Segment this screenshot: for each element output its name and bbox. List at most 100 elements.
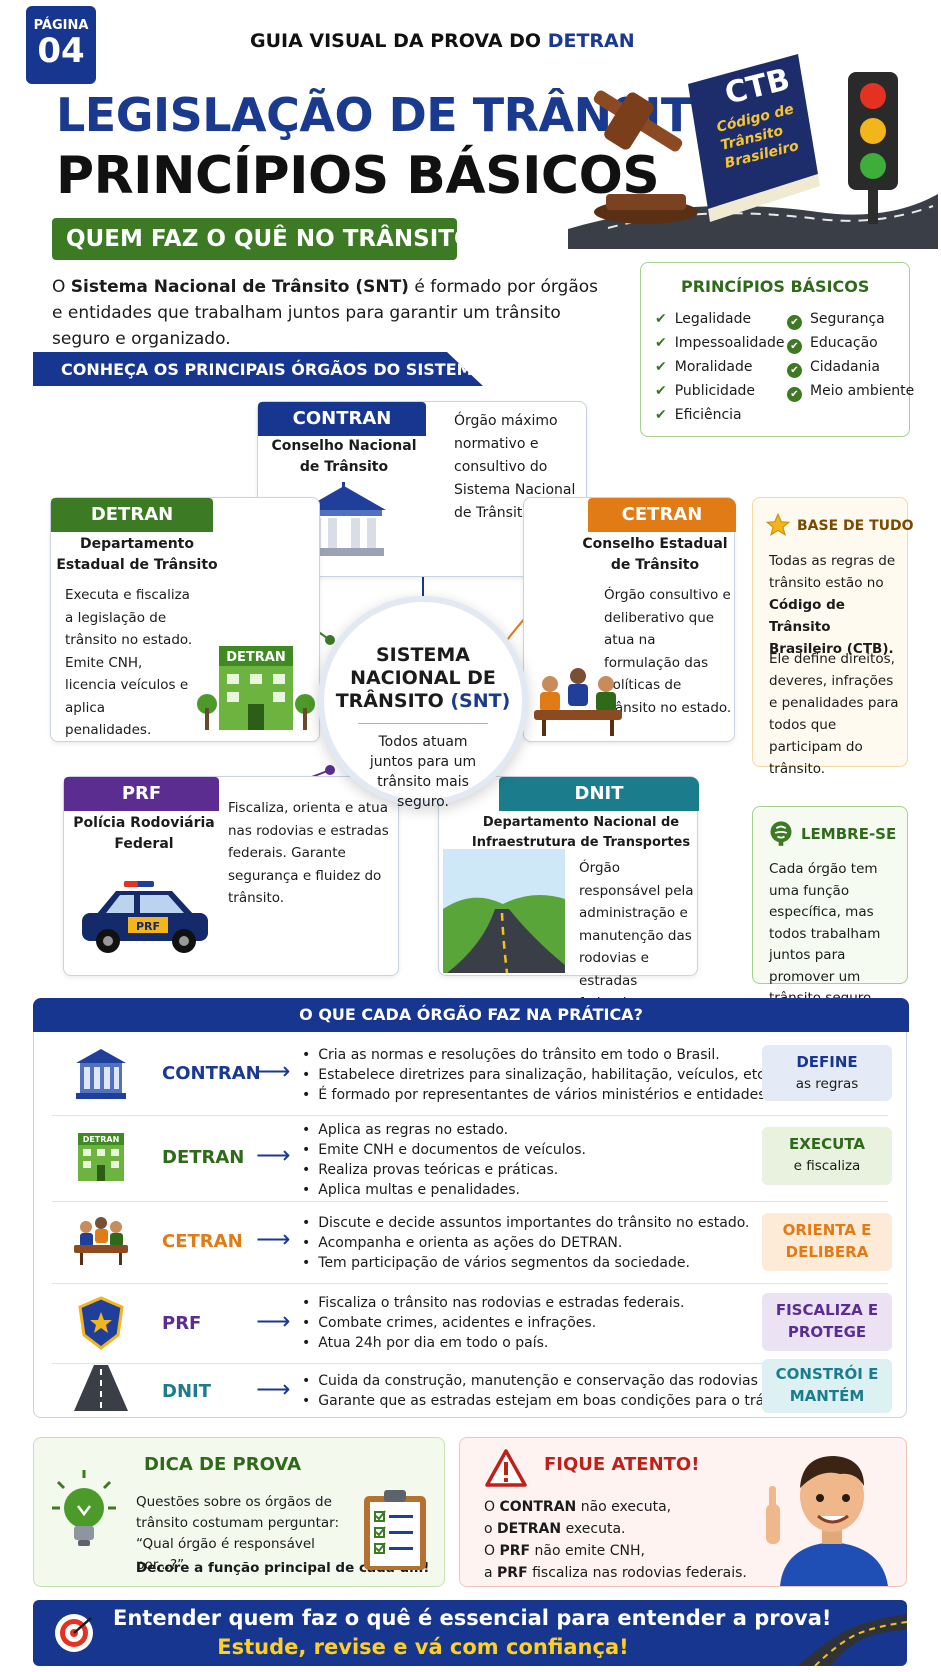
principles-title: PRINCÍPIOS BÁSICOS bbox=[681, 277, 870, 296]
principle-item: ✔Publicidade bbox=[655, 383, 756, 399]
detran-building-icon: DETRAN bbox=[197, 646, 315, 730]
base-title: BASE DE TUDO bbox=[797, 518, 914, 534]
clipboard-icon bbox=[364, 1490, 426, 1570]
page-label: PÁGINA bbox=[33, 18, 89, 33]
practice-table: O QUE CADA ÓRGÃO FAZ NA PRÁTICA? CONTRAN… bbox=[33, 998, 909, 1418]
snt-center-circle: SISTEMA NACIONAL DE TRÂNSITO (SNT) Todos… bbox=[318, 596, 528, 810]
guide-title-highlight: DETRAN bbox=[547, 30, 635, 52]
intro-prefix: O bbox=[52, 277, 66, 297]
detran-building-icon: DETRAN bbox=[78, 1133, 124, 1181]
practice-title: O QUE CADA ÓRGÃO FAZ NA PRÁTICA? bbox=[33, 998, 909, 1032]
practice-row-name: CONTRAN bbox=[162, 1063, 261, 1084]
atento-box: FIQUE ATENTO! O CONTRAN não executa, o D… bbox=[459, 1437, 907, 1587]
atento-title: FIQUE ATENTO! bbox=[544, 1454, 700, 1475]
check-icon: ✔ bbox=[655, 311, 667, 327]
practice-row-name: CETRAN bbox=[162, 1231, 243, 1252]
snt-divider bbox=[358, 723, 488, 724]
principle-item: ✔Legalidade bbox=[655, 311, 752, 327]
check-icon: ✔ bbox=[655, 359, 667, 375]
practice-row-badge: ORIENTA E DELIBERA bbox=[762, 1213, 892, 1271]
road-icon bbox=[443, 849, 565, 973]
base-text-2: Ele define direitos, deveres, infrações … bbox=[769, 651, 899, 777]
card-dnit-tag: DNIT bbox=[499, 777, 699, 811]
road-icon bbox=[797, 1614, 907, 1666]
practice-row-list: Cria as normas e resoluções do trânsito … bbox=[302, 1045, 770, 1105]
person-icon bbox=[766, 1456, 888, 1586]
arrow-right-icon: ⟶ bbox=[256, 1057, 291, 1085]
snt-title: SISTEMA NACIONAL DE TRÂNSITO (SNT) bbox=[335, 644, 511, 712]
dica-text: Questões sobre os órgãos de trânsito cos… bbox=[136, 1494, 340, 1573]
star-icon bbox=[765, 512, 791, 536]
card-cetran: CETRAN Conselho Estadual de Trânsito Órg… bbox=[523, 497, 736, 742]
lembre-title: LEMBRE-SE bbox=[801, 825, 897, 843]
card-contran-name: Conselho Nacional de Trânsito bbox=[271, 438, 417, 475]
principles-box: PRINCÍPIOS BÁSICOS ✔Legalidade ✔Impessoa… bbox=[640, 262, 914, 437]
practice-row-badge: CONSTRÓI E MANTÉM bbox=[762, 1359, 892, 1413]
base-text-1: Todas as regras de trânsito estão no Cód… bbox=[769, 553, 896, 657]
check-circle-icon: ✔ bbox=[787, 315, 802, 330]
card-prf-tag: PRF bbox=[64, 777, 219, 811]
card-dnit-desc: Órgão responsável pela administração e m… bbox=[579, 860, 694, 1011]
intro-rest: é formado por órgãos e entidades que tra… bbox=[52, 277, 598, 349]
section-heading-organs: CONHEÇA OS PRINCIPAIS ÓRGÃOS DO SISTEMA bbox=[33, 352, 483, 386]
practice-row-list: Fiscaliza o trânsito nas rodovias e estr… bbox=[302, 1293, 684, 1353]
practice-row-list: Cuida da construção, manutenção e conser… bbox=[302, 1371, 823, 1411]
check-circle-icon: ✔ bbox=[787, 363, 802, 378]
building-icon bbox=[76, 1049, 126, 1099]
card-contran-desc: Órgão máximo normativo e consultivo do S… bbox=[454, 413, 576, 521]
card-prf-desc: Fiscaliza, orienta e atua nas rodovias e… bbox=[228, 800, 389, 906]
card-detran: DETRAN Departamento Estadual de Trânsito… bbox=[50, 497, 320, 742]
principle-item: ✔Cidadania bbox=[787, 359, 880, 378]
base-box: BASE DE TUDO Todas as regras de trânsito… bbox=[752, 497, 914, 777]
principle-item: ✔Segurança bbox=[787, 311, 885, 330]
snt-subtitle: Todos atuam juntos para um trânsito mais… bbox=[369, 734, 477, 810]
book-icon: CTB Código de Trânsito Brasileiro bbox=[688, 54, 820, 222]
who-banner: QUEM FAZ O QUÊ NO TRÂNSITO bbox=[52, 218, 474, 260]
practice-row-list: Aplica as regras no estado. Emite CNH e … bbox=[302, 1120, 586, 1200]
practice-row-name: DETRAN bbox=[162, 1147, 245, 1168]
police-car-icon: PRF bbox=[82, 881, 208, 953]
card-cetran-desc: Órgão consultivo e deliberativo que atua… bbox=[604, 587, 732, 716]
card-cetran-name: Conselho Estadual de Trânsito bbox=[582, 536, 728, 573]
check-icon: ✔ bbox=[655, 335, 667, 351]
practice-row-badge: EXECUTA e fiscaliza bbox=[762, 1127, 892, 1185]
principle-item: ✔Impessoalidade bbox=[655, 335, 785, 351]
detran-building-label: DETRAN bbox=[226, 650, 286, 665]
practice-row-detran: DETRAN DETRAN ⟶ Aplica as regras no esta… bbox=[34, 1117, 906, 1201]
dica-tip: Decore a função principal de cada um! bbox=[136, 1560, 430, 1576]
meeting-icon bbox=[534, 668, 622, 736]
principle-item: ✔Moralidade bbox=[655, 359, 753, 375]
check-icon: ✔ bbox=[655, 383, 667, 399]
brain-icon bbox=[770, 821, 792, 846]
footer-banner: Entender quem faz o quê é essencial para… bbox=[33, 1600, 907, 1666]
practice-row-name: PRF bbox=[162, 1313, 202, 1334]
arrow-right-icon: ⟶ bbox=[256, 1307, 291, 1335]
footer-line2: Estude, revise e vá com confiança! bbox=[217, 1635, 629, 1659]
meeting-icon bbox=[74, 1217, 128, 1265]
row-divider bbox=[52, 1283, 888, 1284]
card-detran-tag: DETRAN bbox=[51, 498, 213, 532]
practice-row-list: Discute e decide assuntos importantes do… bbox=[302, 1213, 749, 1273]
car-label: PRF bbox=[136, 920, 160, 933]
road-icon bbox=[74, 1365, 128, 1411]
traffic-light-icon bbox=[848, 72, 898, 224]
practice-row-name: DNIT bbox=[162, 1381, 211, 1402]
page-badge: PÁGINA 04 bbox=[26, 6, 96, 84]
practice-row-prf: PRF ⟶ Fiscaliza o trânsito nas rodovias … bbox=[34, 1285, 906, 1363]
intro-bold: Sistema Nacional de Trânsito (SNT) bbox=[70, 277, 409, 297]
principle-item: ✔Eficiência bbox=[655, 407, 742, 423]
footer-line1: Entender quem faz o quê é essencial para… bbox=[113, 1606, 832, 1630]
row-divider bbox=[52, 1201, 888, 1202]
dica-box: DICA DE PROVA Questões sobre os órgãos d… bbox=[33, 1437, 445, 1587]
card-contran-tag: CONTRAN bbox=[258, 402, 426, 436]
card-prf: PRF Polícia Rodoviária Federal PRF Fisca… bbox=[63, 776, 399, 976]
detran-icon-label: DETRAN bbox=[83, 1135, 120, 1144]
principle-item: ✔Meio ambiente bbox=[787, 383, 914, 402]
lightbulb-icon bbox=[52, 1470, 116, 1546]
card-dnit: DNIT Departamento Nacional de Infraestru… bbox=[438, 776, 699, 1011]
practice-row-cetran: CETRAN ⟶ Discute e decide assuntos impor… bbox=[34, 1203, 906, 1283]
arrow-right-icon: ⟶ bbox=[256, 1141, 291, 1169]
practice-row-badge: FISCALIZA E PROTEGE bbox=[762, 1293, 892, 1351]
guide-title: GUIA VISUAL DA PROVA DO DETRAN bbox=[250, 30, 635, 52]
principle-item: ✔Educação bbox=[787, 335, 878, 354]
